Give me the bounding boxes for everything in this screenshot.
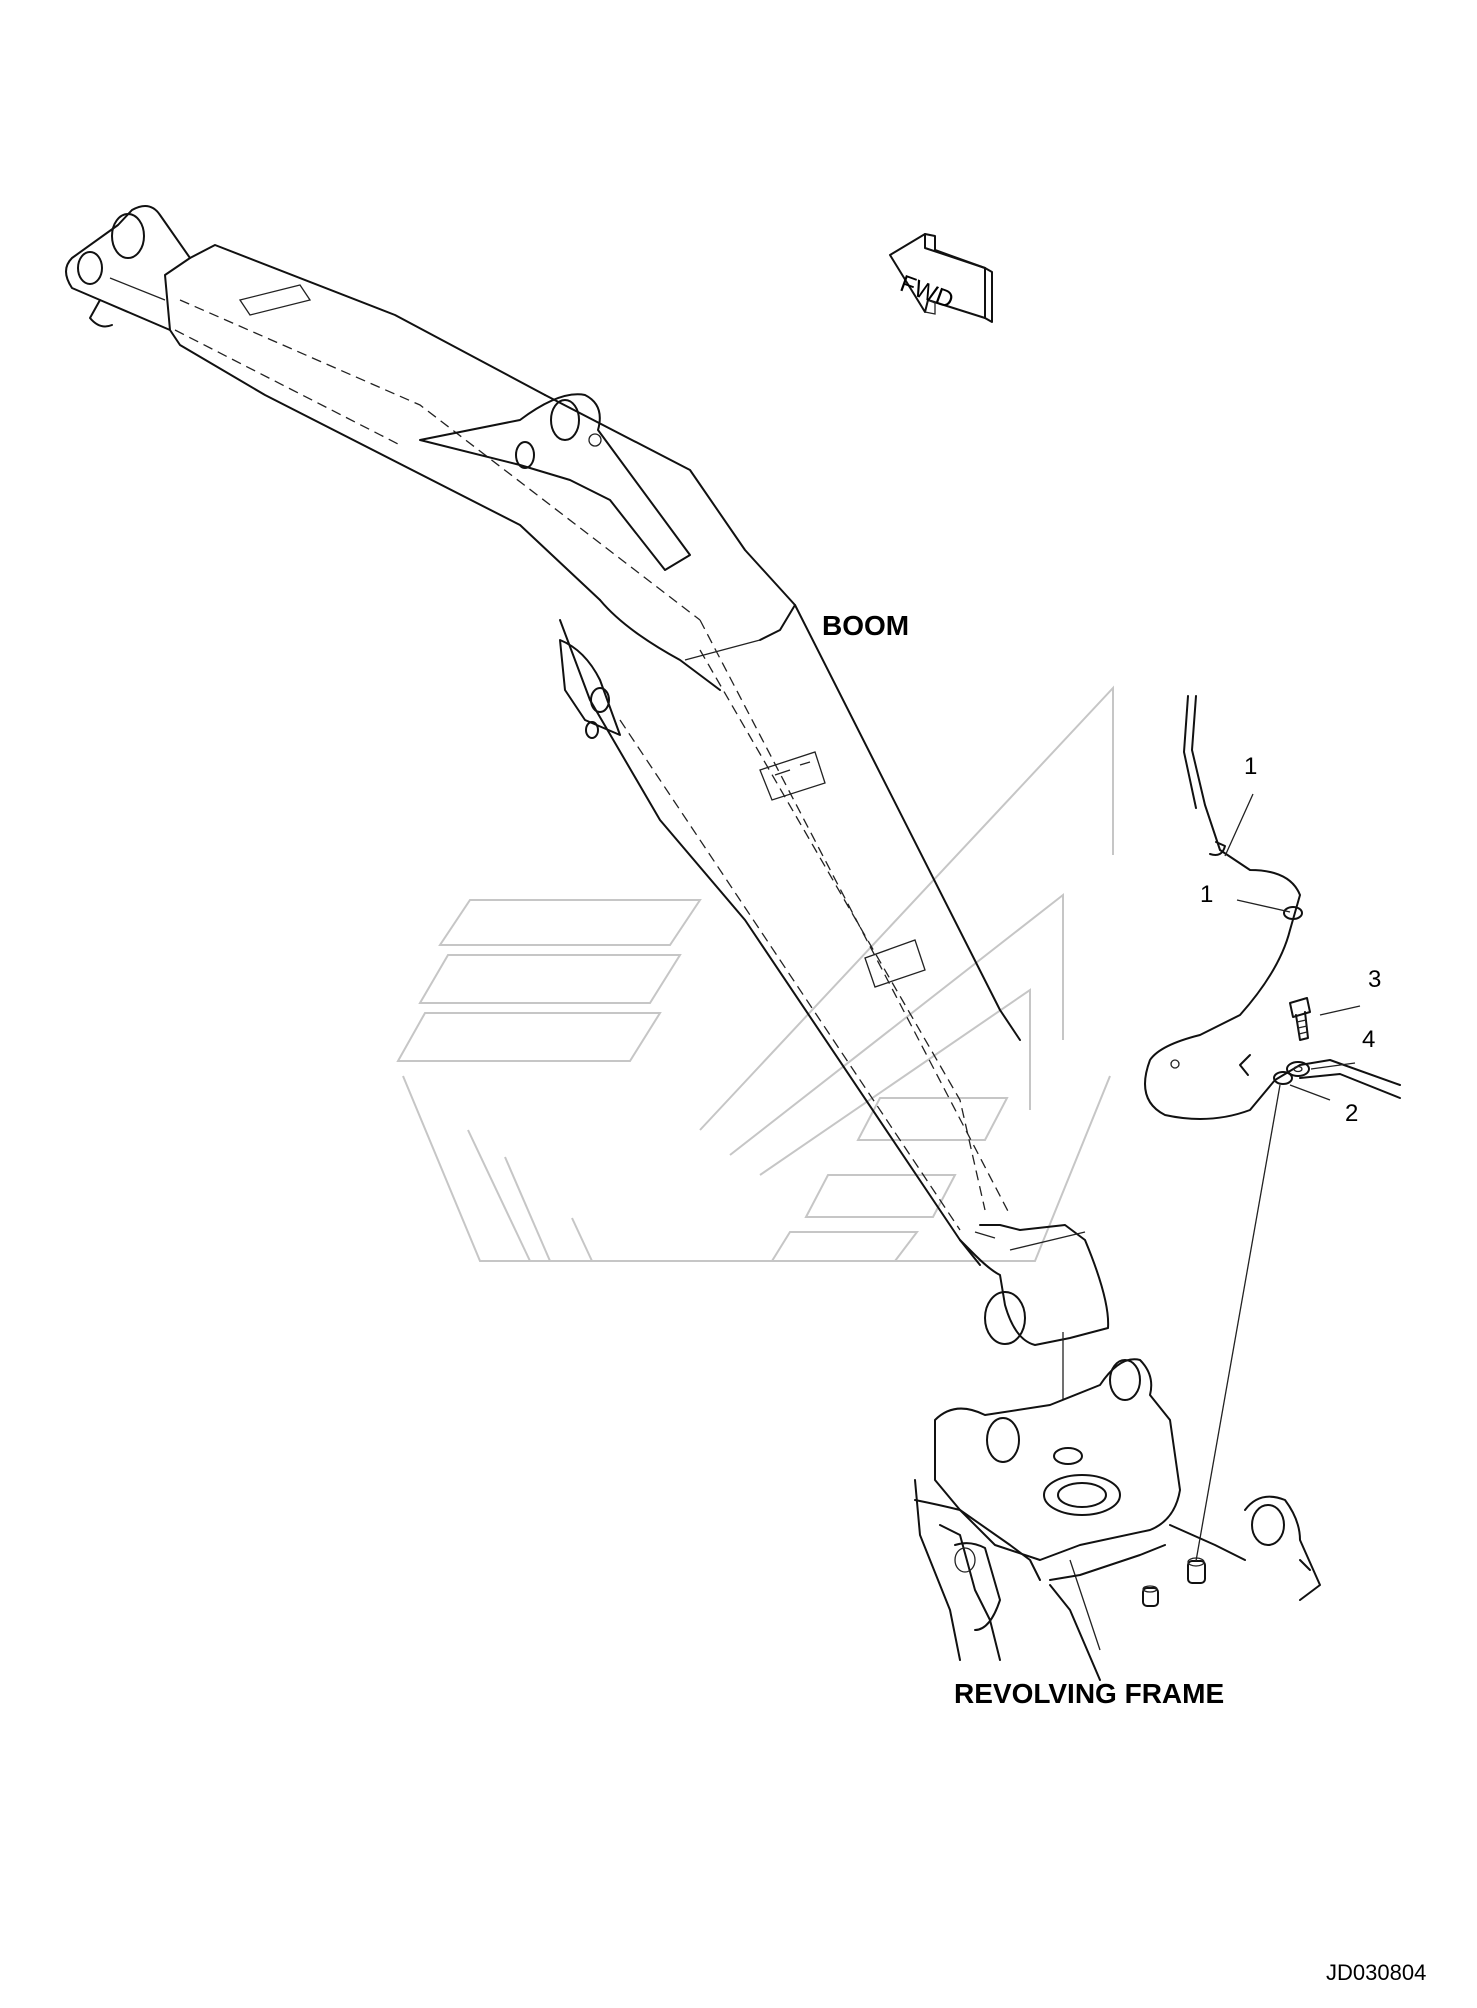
boom-label: BOOM	[822, 610, 910, 641]
watermark-logo	[396, 685, 1114, 1262]
wire-harness	[1144, 695, 1401, 1562]
fwd-arrow-icon	[889, 233, 993, 323]
boom-arm	[65, 205, 1110, 1400]
revolving-frame	[914, 1358, 1321, 1681]
revolving-frame-label: REVOLVING FRAME	[954, 1678, 1225, 1709]
callout-1-upper: 1	[1244, 753, 1258, 780]
callout-3: 3	[1368, 966, 1382, 993]
drawing-code: JD030804	[1326, 1960, 1427, 1985]
callout-2: 2	[1345, 1100, 1359, 1127]
callout-4: 4	[1362, 1026, 1376, 1053]
callout-1-lower: 1	[1200, 881, 1214, 908]
